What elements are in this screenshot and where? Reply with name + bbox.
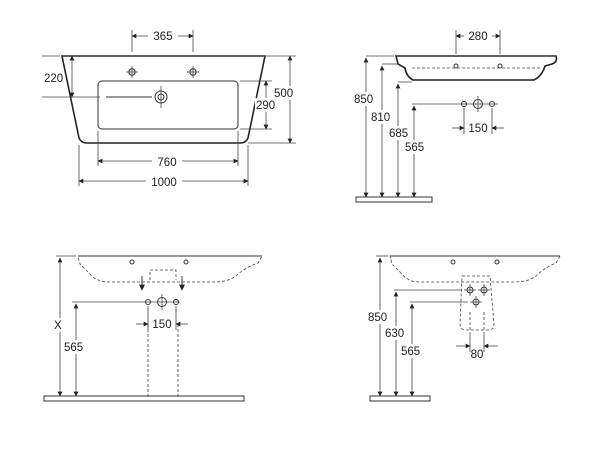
side-view-upper: 280 850 810 685 565 150 [354,28,558,203]
siphon-cover-front [147,269,179,398]
top-view: 365 220 500 290 760 1000 [42,28,300,189]
dim-685: 685 [389,128,408,140]
dim-220: 220 [44,73,63,85]
dim-1000: 1000 [151,177,177,189]
dim-150-upper: 150 [468,123,487,135]
dim-565-upper: 565 [405,142,424,154]
dim-x: X [54,320,62,332]
floor [355,196,433,203]
waste-fitting-icon [464,284,490,308]
dim-500: 500 [274,88,293,100]
siphon-cover-side [459,275,495,331]
dim-365: 365 [153,31,172,43]
side-view-lower: 850 630 565 80 [368,255,561,402]
bowl-outline-plan [97,80,239,130]
front-view: X 565 150 [43,255,263,402]
drain-icon [106,86,168,108]
dim-80: 80 [471,349,484,361]
basin-outline-side-lower [389,255,561,283]
dim-565-lower: 565 [401,346,420,358]
waste-fitting-icon [145,294,179,310]
dim-850-upper: 850 [354,94,373,106]
dim-150-front: 150 [152,319,171,331]
waste-fitting-icon [461,96,495,112]
tap-hole-right-icon [187,66,199,78]
dim-280: 280 [468,31,487,43]
basin-outline-plan [61,55,266,144]
dim-565-front: 565 [64,342,83,354]
basin-outline-front [77,255,263,283]
floor [369,395,431,402]
basin-outline-side [394,55,558,81]
dim-760: 760 [157,157,176,169]
tap-hole-left-icon [126,66,138,78]
dim-850-lower: 850 [368,312,387,324]
dim-630: 630 [385,328,404,340]
dim-810: 810 [371,112,390,124]
dim-290: 290 [256,100,275,112]
floor [43,395,245,402]
